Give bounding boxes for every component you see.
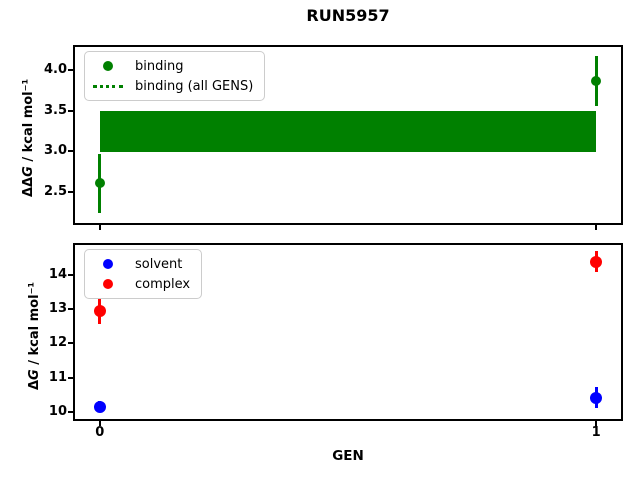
figure-title: RUN5957 (306, 6, 390, 25)
y-tick-label: 3.5 (43, 102, 67, 118)
y-tick-mark (68, 273, 73, 276)
x-tick-mark (595, 225, 598, 230)
y-tick-mark (68, 410, 73, 413)
y-tick-mark (68, 308, 73, 311)
y-tick-mark (68, 376, 73, 379)
legend-item-solvent: solvent (91, 254, 190, 274)
legend-handle (91, 279, 125, 289)
legend-item-complex: complex (91, 274, 190, 294)
binding-point (591, 75, 602, 86)
top-plot-area: binding binding (all GENS) 2.5 3.0 3.5 4.0 (44, 45, 623, 230)
legend-label: complex (135, 276, 191, 292)
all-gens-band (99, 110, 597, 152)
complex-dot-icon (103, 279, 113, 289)
y-tick-label: 14 (48, 266, 67, 282)
x-tick-label: 1 (591, 425, 601, 440)
x-tick-mark (98, 421, 101, 426)
bottom-legend: solvent complex (84, 249, 203, 299)
y-tick-label: 4.0 (43, 62, 67, 78)
legend-handle (91, 61, 125, 71)
x-tick-mark (595, 421, 598, 426)
complex-point (93, 304, 106, 317)
y-tick-mark (68, 109, 73, 112)
legend-handle (91, 259, 125, 269)
y-tick-mark (68, 150, 73, 153)
legend-item-binding: binding (91, 56, 253, 76)
legend-label: binding (all GENS) (135, 78, 254, 94)
complex-point (590, 255, 603, 268)
ylabel-g: G (21, 166, 36, 177)
binding-point (94, 178, 105, 189)
binding-dot-icon (103, 61, 113, 71)
y-tick-mark (68, 190, 73, 193)
solvent-point (93, 400, 106, 413)
y-tick-label: 13 (48, 301, 67, 317)
x-tick-mark (98, 225, 101, 230)
bottom-plot-area: solvent complex 10 11 12 13 14 0 1 (49, 243, 623, 440)
y-tick-label: 10 (48, 403, 67, 419)
legend-item-binding-all-gens: binding (all GENS) (91, 76, 253, 96)
y-tick-label: 3.0 (43, 143, 67, 159)
top-legend: binding binding (all GENS) (84, 51, 266, 101)
y-tick-mark (68, 342, 73, 345)
ylabel-units: / kcal mol⁻¹ (27, 281, 42, 370)
y-tick-label: 2.5 (43, 183, 67, 199)
legend-handle (91, 84, 125, 88)
y-tick-label: 12 (48, 335, 67, 351)
binding-all-gens-dotted-line-icon (93, 84, 123, 88)
solvent-dot-icon (103, 259, 113, 269)
y-axis-label-top: ΔΔG / kcal mol⁻¹ (20, 79, 37, 197)
legend-label: solvent (135, 256, 183, 272)
x-axis-label: GEN (332, 448, 364, 464)
y-tick-mark (68, 69, 73, 72)
solvent-point (590, 391, 603, 404)
x-tick-label: 0 (95, 425, 105, 440)
y-tick-label: 11 (48, 369, 67, 385)
legend-label: binding (135, 58, 184, 74)
